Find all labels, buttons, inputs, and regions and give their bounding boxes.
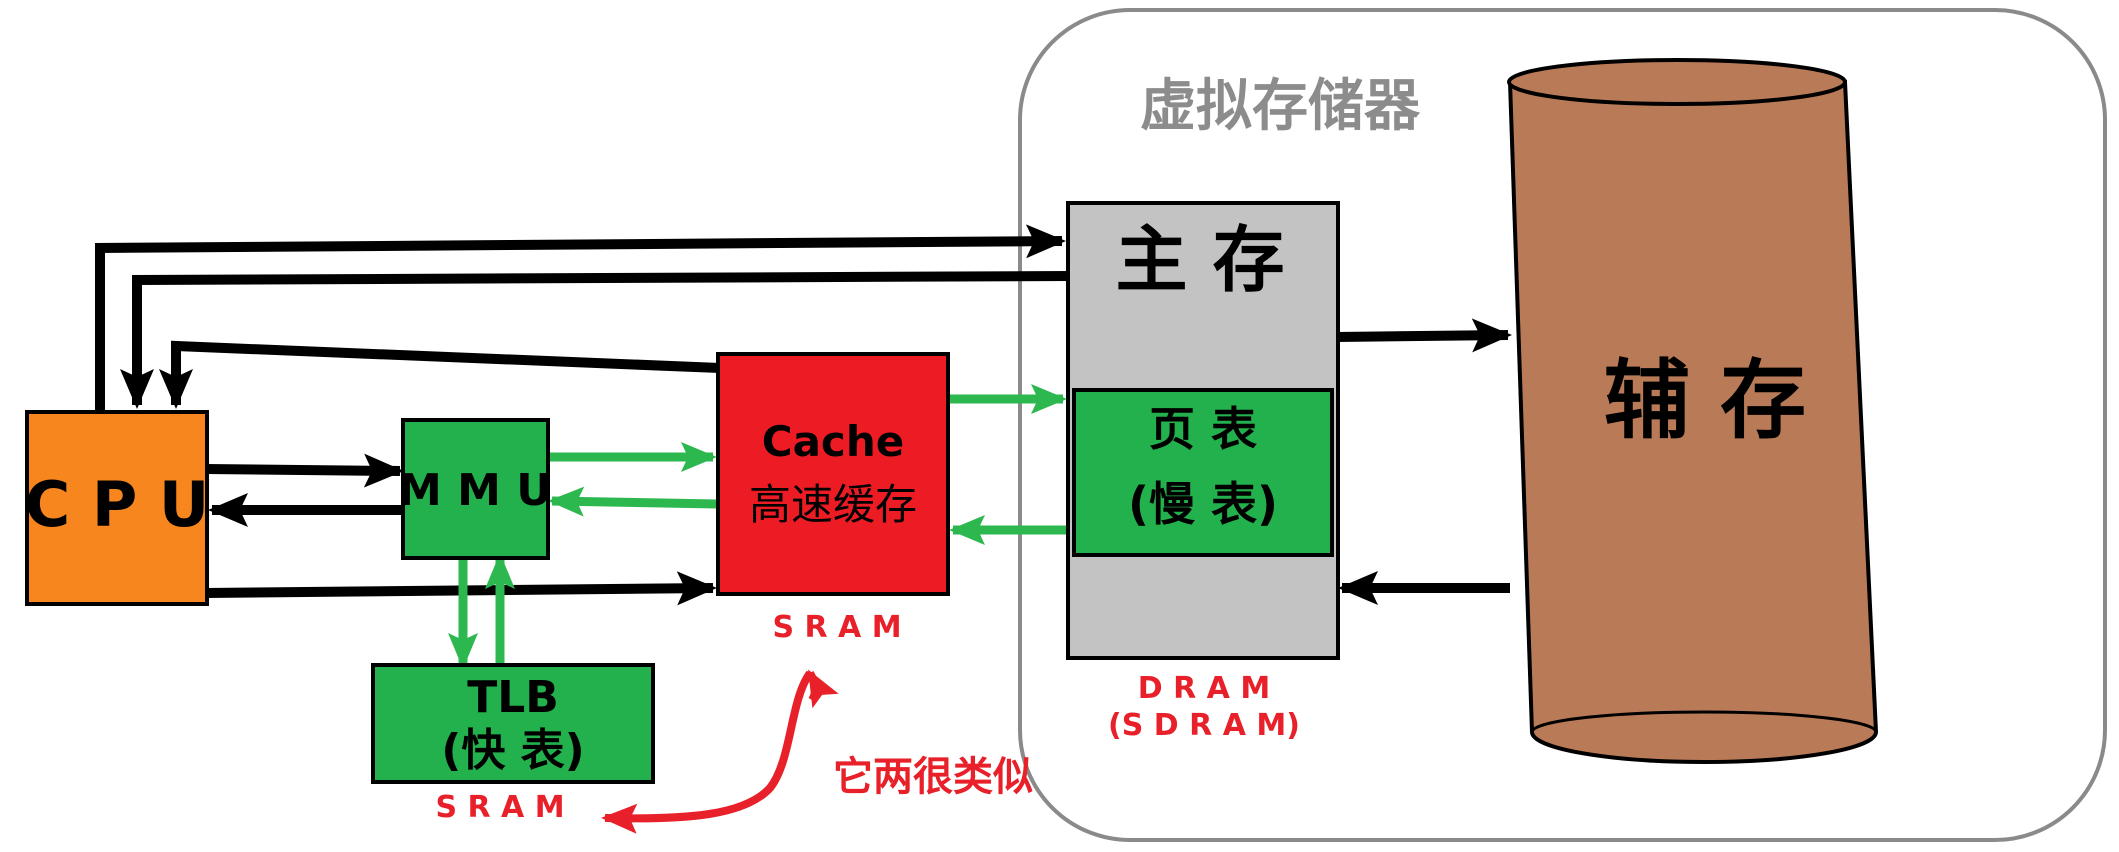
virtual-memory-title: 虚拟存储器 <box>1140 74 1421 139</box>
similarity-annotation-arrow <box>601 670 814 834</box>
arrow-cache-to-mmu <box>548 486 718 517</box>
mmu-label: M M U <box>398 465 552 516</box>
tlb-box <box>371 663 655 784</box>
cache-tech-label: S R A M <box>772 610 901 645</box>
similarity-annotation-text: 它两很类似 <box>833 754 1033 800</box>
arrow-cpu-to-main-memory <box>95 224 1066 412</box>
arrow-cpu-to-mmu <box>204 453 404 488</box>
cache-line2: 高速缓存 <box>749 480 917 529</box>
page-table-box <box>1072 388 1334 557</box>
cpu-label: C P U <box>25 468 209 541</box>
tlb-line1: TLB <box>467 672 559 723</box>
page-table-line2: (慢 表) <box>1128 477 1278 531</box>
secondary-storage-label: 辅 存 <box>1604 351 1806 451</box>
virtual-memory-container <box>1018 8 2107 842</box>
main-memory-tech-line1: D R A M <box>1138 671 1270 706</box>
page-table-line1: 页 表 <box>1149 402 1257 456</box>
arrow-cache-to-cpu <box>159 340 721 409</box>
cpu-box <box>25 410 209 606</box>
similarity-annotation-arrow-head-top <box>806 669 839 709</box>
cache-box <box>716 352 950 596</box>
secondary-storage-cylinder <box>1507 58 1879 764</box>
tlb-tech-label: S R A M <box>435 790 564 825</box>
arrow-main-memory-to-cpu <box>120 271 1071 409</box>
tlb-line2: (快 表) <box>441 725 585 776</box>
cache-line1: Cache <box>762 417 904 466</box>
arrow-main-memory-to-secondary <box>1335 318 1512 353</box>
main-memory-label: 主 存 <box>1115 218 1284 302</box>
mmu-box <box>401 418 550 560</box>
main-memory-tech-line2: (S D R A M) <box>1108 708 1300 743</box>
